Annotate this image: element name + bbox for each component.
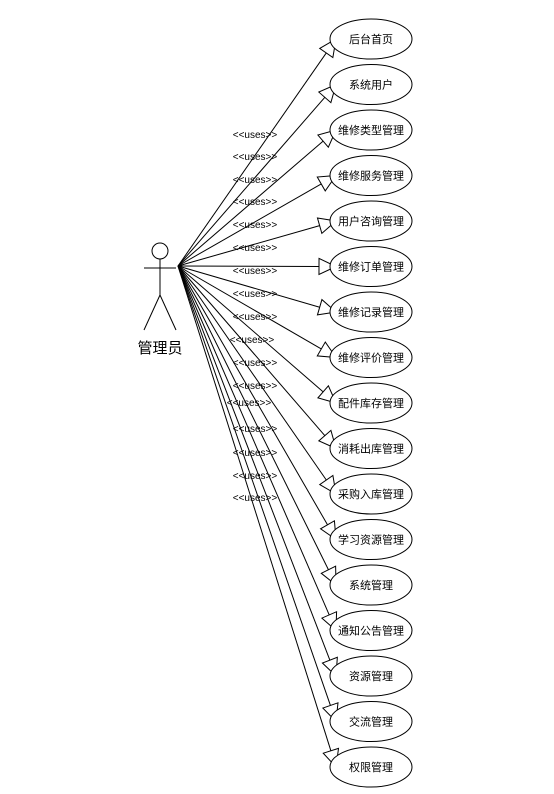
use-case-ellipse-11	[329, 473, 413, 515]
use-case-label-15: 资源管理	[349, 669, 393, 683]
use-case-ellipse-1	[329, 18, 413, 60]
use-case-label-4: 维修服务管理	[338, 169, 404, 183]
use-case-label-13: 系统管理	[349, 578, 393, 592]
uses-label-16: <<uses>>	[233, 471, 278, 482]
actor-admin: 管理员	[137, 242, 183, 357]
use-case-label-7: 维修记录管理	[338, 305, 404, 319]
uses-connector-2	[177, 96, 326, 267]
uses-connector-10	[177, 265, 326, 436]
uses-label-15: <<uses>>	[233, 448, 278, 459]
use-case-ellipse-10	[329, 428, 413, 469]
uses-connector-16	[177, 265, 331, 706]
uses-arrowhead-6	[318, 257, 338, 276]
uses-label-14: <<uses>>	[233, 424, 278, 435]
use-case-label-16: 交流管理	[349, 715, 393, 729]
use-case-ellipse-13	[329, 564, 413, 606]
uses-label-17: <<uses>>	[233, 493, 278, 504]
actor-right-leg	[159, 294, 177, 331]
use-cases-layer: 后台首页系统用户维修类型管理维修服务管理用户咨询管理维修订单管理维修记录管理维修…	[329, 18, 413, 788]
uses-connector-9	[177, 265, 324, 393]
use-case-label-1: 后台首页	[349, 32, 393, 46]
actor-head	[151, 242, 169, 260]
use-case-ellipse-14	[329, 610, 413, 651]
uses-label-9: <<uses>>	[233, 312, 278, 323]
uses-connector-14	[177, 265, 330, 616]
use-case-ellipse-5	[329, 200, 413, 242]
use-case-ellipse-7	[329, 291, 413, 333]
use-case-label-8: 维修评价管理	[338, 351, 404, 365]
use-case-label-17: 权限管理	[349, 760, 393, 774]
uses-connector-12	[177, 265, 328, 526]
uses-label-8: <<uses>>	[233, 289, 278, 300]
uses-label-10: <<uses>>	[230, 335, 275, 346]
uses-label-4: <<uses>>	[233, 197, 278, 208]
use-case-ellipse-9	[329, 382, 413, 424]
use-case-label-5: 用户咨询管理	[338, 214, 404, 228]
actor-label: 管理员	[137, 339, 182, 357]
uses-connector-3	[177, 140, 324, 267]
use-case-ellipse-16	[329, 701, 413, 742]
use-case-ellipse-4	[329, 155, 413, 196]
uses-label-7: <<uses>>	[233, 266, 278, 277]
use-case-ellipse-3	[329, 109, 413, 151]
use-case-ellipse-12	[329, 519, 413, 560]
use-case-ellipse-8	[329, 337, 413, 378]
uses-connector-17	[177, 265, 332, 751]
use-case-ellipse-17	[329, 746, 413, 788]
uses-label-5: <<uses>>	[233, 220, 278, 231]
use-case-ellipse-2	[329, 64, 413, 105]
use-case-label-2: 系统用户	[349, 78, 393, 92]
uses-connector-7	[177, 265, 320, 308]
uses-label-6: <<uses>>	[233, 243, 278, 254]
use-case-label-10: 消耗出库管理	[338, 442, 404, 456]
uses-label-3: <<uses>>	[233, 175, 278, 186]
use-case-label-12: 学习资源管理	[338, 533, 404, 547]
uses-label-11: <<uses>>	[233, 358, 278, 369]
uses-connector-11	[177, 265, 327, 481]
uses-connector-13	[177, 265, 329, 570]
actor-left-leg	[143, 294, 161, 331]
use-case-ellipse-6	[329, 246, 413, 287]
uses-label-12: <<uses>>	[233, 381, 278, 392]
uses-connector-1	[177, 52, 327, 267]
use-case-label-6: 维修订单管理	[338, 260, 404, 274]
uses-labels-layer: <<uses>> <<uses>> <<uses>> <<uses>> <<uses>>…	[227, 130, 278, 504]
uses-connector-8	[177, 265, 322, 350]
uses-label-13: <<uses>>	[227, 398, 272, 409]
use-case-label-9: 配件库存管理	[338, 396, 404, 410]
use-case-label-11: 采购入库管理	[338, 487, 404, 501]
uses-label-1: <<uses>>	[233, 130, 278, 141]
uses-connector-4	[177, 183, 322, 267]
uses-connector-5	[177, 225, 320, 267]
use-case-label-14: 通知公告管理	[338, 624, 404, 638]
use-case-label-3: 维修类型管理	[338, 123, 404, 137]
uses-connector-15	[177, 265, 331, 661]
uses-label-2: <<uses>>	[233, 152, 278, 163]
use-case-ellipse-15	[329, 655, 413, 697]
